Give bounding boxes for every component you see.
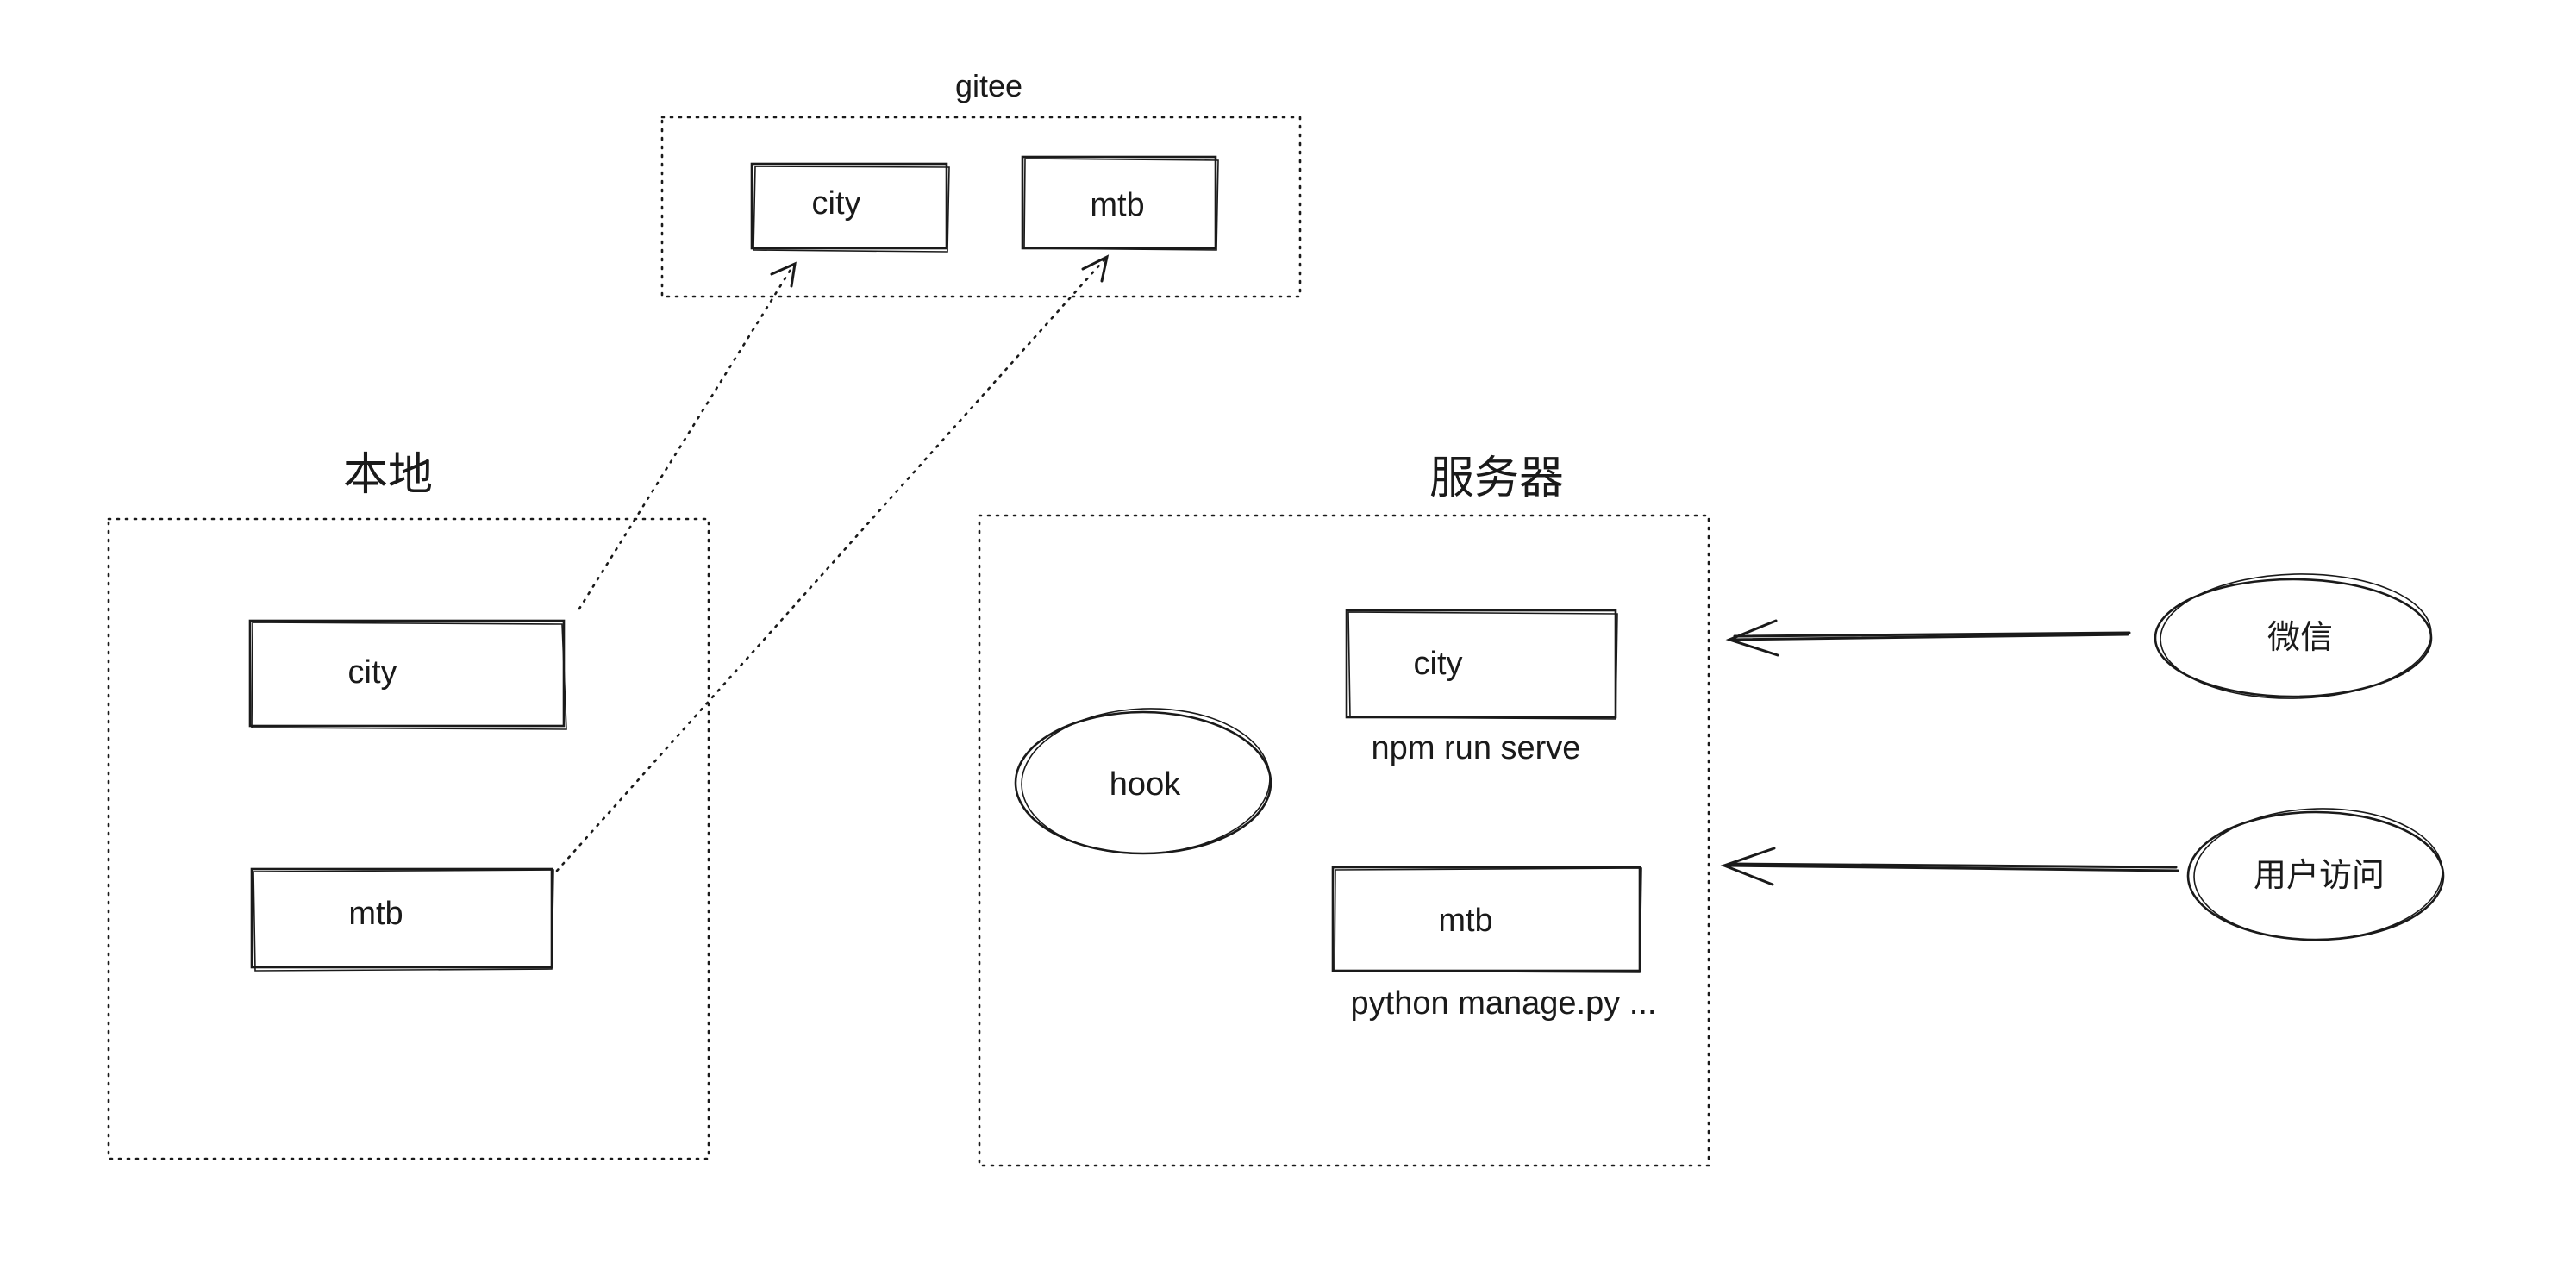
local-city-label: city [348, 654, 397, 691]
server-mtb-box: mtb [1331, 866, 1642, 973]
server-city-label: city [1414, 646, 1463, 682]
user-access-label: 用户访问 [2254, 858, 2385, 894]
hook-label: hook [1110, 766, 1181, 803]
gitee-group: gitee city mtb [660, 68, 1302, 298]
local-mtb-box: mtb [250, 867, 554, 972]
push-arrow-city [578, 261, 797, 610]
wechat-node: 微信 [2154, 573, 2433, 699]
wechat-label: 微信 [2267, 620, 2333, 656]
server-city-box: city [1345, 609, 1618, 720]
server-container [978, 514, 1710, 1167]
gitee-container [660, 116, 1302, 298]
server-mtb-label: mtb [1438, 903, 1492, 939]
local-group: 本地 city mtb [107, 450, 710, 1160]
local-title: 本地 [343, 450, 433, 500]
server-group: 服务器 hook city npm run serve mtb python m… [978, 453, 1710, 1167]
local-city-box: city [248, 619, 567, 730]
gitee-city-label: city [812, 185, 861, 222]
gitee-city-box: city [750, 162, 950, 253]
local-container [107, 517, 710, 1160]
server-title: 服务器 [1429, 453, 1564, 503]
server-city-caption: npm run serve [1372, 730, 1581, 766]
gitee-mtb-box: mtb [1021, 155, 1219, 251]
server-mtb-caption: python manage.py ... [1351, 985, 1657, 1022]
push-arrow-mtb [555, 254, 1110, 872]
user-access-arrow [1720, 847, 2179, 886]
user-access-node: 用户访问 [2186, 808, 2445, 941]
gitee-title: gitee [955, 68, 1022, 103]
local-mtb-label: mtb [348, 896, 403, 932]
wechat-arrow [1725, 619, 2131, 657]
hook-node: hook [1014, 708, 1272, 855]
gitee-mtb-label: mtb [1090, 187, 1144, 223]
